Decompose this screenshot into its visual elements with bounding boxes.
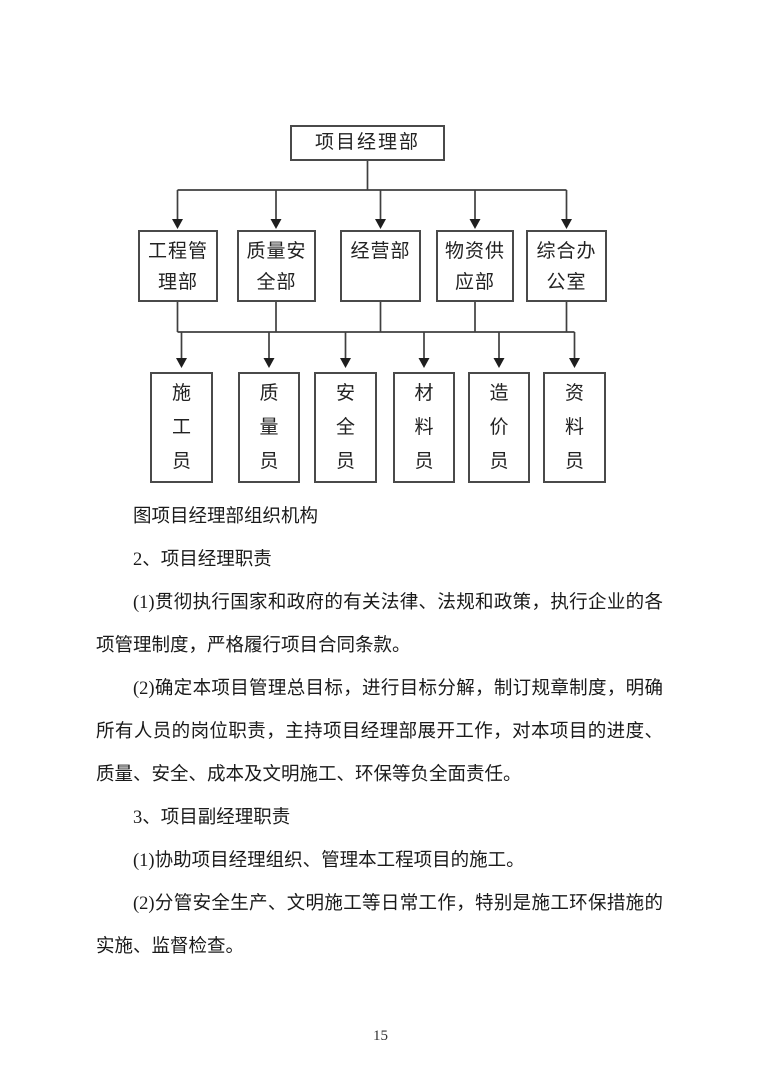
- org-box-operations-dept: 经营部: [340, 230, 421, 302]
- figure-caption: 图项目经理部组织机构: [133, 507, 319, 527]
- paragraph: (1)协助项目经理组织、管理本工程项目的施工。: [133, 851, 525, 871]
- org-box-label: 质量员: [259, 383, 279, 472]
- org-box-label: 工程管理部: [147, 241, 208, 293]
- org-box-label: 施工员: [171, 383, 191, 472]
- org-box-quality-safety-dept: 质量安全部: [237, 230, 316, 302]
- org-box-construction-worker: 施工员: [150, 372, 213, 483]
- org-box-label: 造价员: [489, 383, 509, 472]
- org-box-label: 资料员: [564, 383, 584, 472]
- org-box-label: 综合办公室: [536, 241, 597, 293]
- paragraph: (2)分管安全生产、文明施工等日常工作，特别是施工环保措施的实施、监督检查。: [96, 894, 663, 957]
- org-box-project-manager-dept: 项目经理部: [290, 125, 445, 161]
- org-box-quality-officer: 质量员: [238, 372, 300, 483]
- org-chart-connectors: [172, 161, 580, 368]
- org-box-safety-officer: 安全员: [314, 372, 377, 483]
- page-number: 15: [373, 1028, 388, 1044]
- org-box-material-officer: 材料员: [393, 372, 455, 483]
- org-box-label: 质量安全部: [246, 241, 307, 293]
- document-body: 图项目经理部组织机构 2、项目经理职责 (1)贯彻执行国家和政府的有关法律、法规…: [96, 496, 663, 969]
- org-box-label: 材料员: [414, 383, 434, 472]
- org-box-label: 安全员: [335, 383, 355, 472]
- org-chart: 项目经理部 工程管理部 质量安全部 经营部 物资供应部 综合办公室 施工员 质量…: [0, 0, 761, 500]
- section-heading: 2、项目经理职责: [133, 550, 272, 570]
- section-heading: 3、项目副经理职责: [133, 808, 291, 828]
- org-box-materials-supply-dept: 物资供应部: [436, 230, 514, 302]
- org-box-label: 项目经理部: [314, 132, 420, 153]
- org-box-engineering-dept: 工程管理部: [138, 230, 218, 302]
- org-box-general-office: 综合办公室: [526, 230, 607, 302]
- org-box-label: 物资供应部: [444, 241, 505, 293]
- paragraph: (2)确定本项目管理总目标，进行目标分解，制订规章制度，明确所有人员的岗位职责，…: [96, 679, 663, 785]
- org-box-document-officer: 资料员: [543, 372, 606, 483]
- org-box-label: 经营部: [350, 241, 411, 262]
- paragraph: (1)贯彻执行国家和政府的有关法律、法规和政策，执行企业的各项管理制度，严格履行…: [96, 593, 663, 656]
- org-box-cost-officer: 造价员: [468, 372, 530, 483]
